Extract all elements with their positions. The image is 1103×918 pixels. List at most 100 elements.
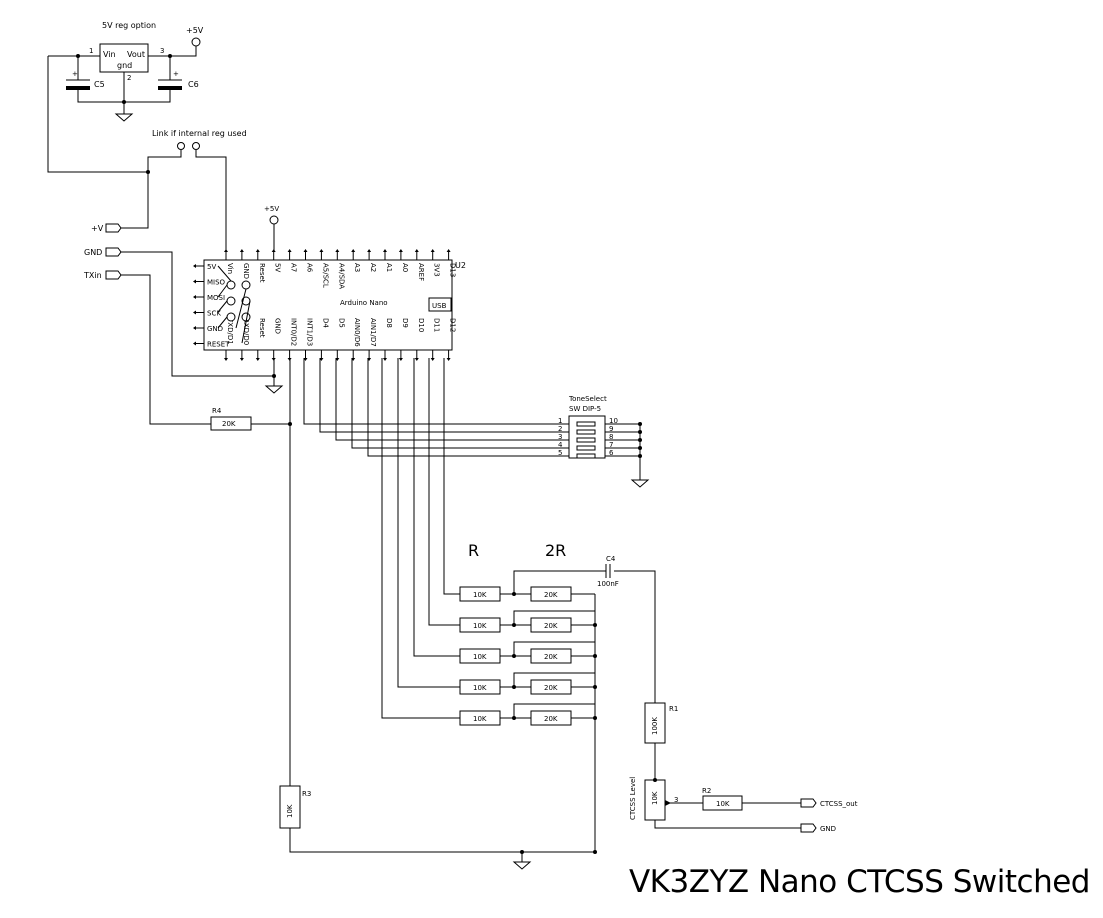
r4-value: 20K [222, 420, 236, 428]
reg-vout-label: Vout [127, 50, 145, 59]
port-vplus [105, 223, 122, 233]
nano-pin-marker [319, 249, 324, 252]
r3-label: R3 [302, 790, 311, 798]
reg-gnd-label: gnd [117, 61, 132, 70]
nano-pin-marker [430, 249, 435, 252]
ground-symbol [264, 385, 284, 394]
dip-right-pin: 9 [609, 425, 613, 433]
nano-pin-marker [239, 249, 244, 252]
dip-left-pin: 4 [558, 441, 563, 449]
icsp-pin-label: RESET [207, 341, 230, 349]
r-value: 10K [473, 653, 487, 661]
dip-toggle [576, 421, 596, 427]
dip-toggle [576, 429, 596, 435]
link-section: Link if internal reg used [47, 56, 247, 252]
nano-bottom-pin-label: TXD/D1 [226, 317, 234, 345]
reg-pin3: 3 [160, 47, 164, 55]
resistor-2r [530, 679, 572, 695]
dip-toggle [576, 445, 596, 451]
ladder-link [513, 641, 595, 656]
dip-right-pin: 10 [609, 417, 618, 425]
output-wires [654, 743, 801, 829]
resistor-2r [530, 648, 572, 664]
nano-bottom-pin-label: RXD/D0 [242, 318, 250, 345]
nano-top-pin-label: AREF [417, 263, 425, 281]
nano-bottom-pin-label: AIN1/D7 [369, 318, 377, 347]
dip-input-wires [303, 358, 557, 457]
c5-label: C5 [94, 80, 105, 89]
icsp-pin-marker [193, 295, 196, 299]
pot-wiper-arrow [665, 800, 671, 806]
nano-top-pin-label: D13 [449, 263, 457, 277]
nano-pin-marker [446, 249, 451, 252]
dip-toggle [576, 453, 596, 459]
junction-dot [272, 374, 276, 378]
nano-pin-marker [383, 249, 387, 252]
c6-label: C6 [188, 80, 199, 89]
resistor-r [459, 710, 501, 726]
nano-top-pin-label: A6 [306, 263, 314, 273]
nano-top-pin-label: A1 [385, 263, 393, 272]
nano-bottom-pin-label: INT0/D2 [290, 318, 298, 346]
nano-top-pin-label: Reset [258, 263, 266, 283]
nano-pin-marker [398, 249, 403, 252]
nano-bottom-pin-label: D9 [401, 318, 409, 328]
c4-value: 100nF [597, 580, 619, 588]
r3-value: 10K [286, 804, 294, 818]
nano-top-pin-label: 3V3 [433, 263, 441, 277]
reg-supply-label: +5V [186, 26, 204, 35]
dip-part: SW DIP-5 [569, 405, 601, 413]
dip-toggle [576, 437, 596, 443]
junction-dot [653, 778, 657, 782]
c4-label: C4 [606, 555, 616, 563]
resistor-2r [530, 710, 572, 726]
r2-value: 20K [544, 653, 558, 661]
nano-pin-marker [303, 249, 308, 252]
capacitor-c5: + C5 [66, 70, 105, 94]
pot-value: 10K [651, 791, 659, 805]
icsp-pin-marker [193, 279, 196, 284]
junction-dot [122, 100, 126, 104]
svg-text:+: + [173, 70, 179, 78]
port-ctcss-out [800, 798, 817, 808]
link-terminal [192, 142, 200, 150]
nano-pin-marker [239, 358, 244, 361]
icsp-pin-label: MOSI [207, 294, 225, 302]
r-value: 10K [473, 622, 487, 630]
icsp-pad [226, 280, 236, 290]
port-txin-label: TXin [83, 271, 102, 280]
nano-supply-terminal [269, 215, 279, 225]
nano-pin-marker [367, 249, 372, 252]
dip-name: ToneSelect [568, 395, 607, 403]
dip-right-pin: 6 [609, 449, 614, 457]
resistor-r [459, 617, 501, 633]
supply-terminal [191, 37, 201, 47]
icsp-pin-marker [193, 264, 196, 268]
c4-wires [513, 570, 656, 703]
r4-label: R4 [212, 407, 222, 415]
tx-wires [251, 358, 595, 853]
nano-pin-marker [255, 249, 260, 252]
icsp-pin-marker [193, 326, 196, 330]
ladder-wire [443, 358, 595, 595]
junction-dot [288, 422, 292, 426]
usb-label: USB [432, 302, 447, 310]
r2-value: 10K [716, 800, 730, 808]
r-value: 10K [473, 591, 487, 599]
r2-value: 20K [544, 684, 558, 692]
ground-symbol [630, 479, 650, 488]
dip-left-pin: 5 [558, 449, 562, 457]
r2-value: 20K [544, 591, 558, 599]
nano-pin-marker [351, 249, 356, 252]
link-terminal [177, 142, 185, 150]
icsp-traces [217, 265, 251, 344]
nano-bottom-pin-label: D4 [321, 318, 329, 328]
ground-symbol [114, 113, 134, 122]
resistor-2r [530, 617, 572, 633]
nano-pin-marker [430, 358, 435, 361]
ladder-wire [397, 358, 595, 688]
nano-pin-marker [224, 249, 228, 252]
nano-bottom-pin-label: INT1/D3 [306, 318, 314, 346]
